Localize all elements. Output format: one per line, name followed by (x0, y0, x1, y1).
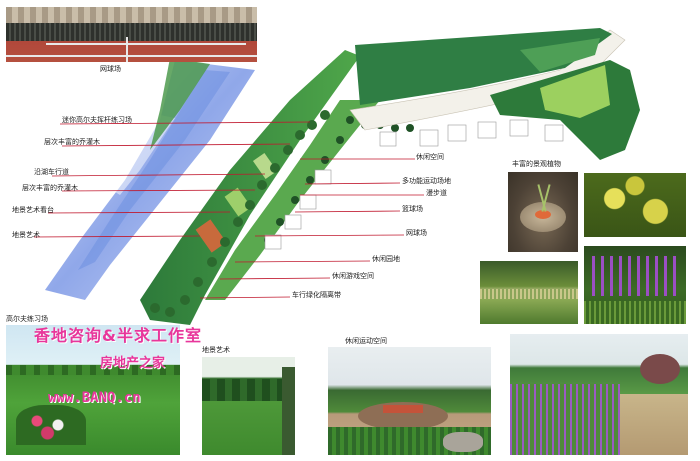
label-leisure-garden: 休闲园地 (372, 255, 400, 263)
watermark-line-2: 房地产之家 (100, 356, 166, 371)
photo-plant-bowl (508, 172, 578, 252)
label-mini-golf: 迷你高尔夫挥杆练习场 (62, 116, 132, 124)
court-plan-1 (195, 219, 227, 253)
tree-clusters (150, 110, 330, 317)
photo-purple-meadow (510, 334, 688, 455)
photo-landscape-lawn (202, 357, 295, 455)
label-tennis-court-2: 网球场 (406, 229, 427, 237)
watermark-line-3: www.BANQ.cn (48, 390, 141, 406)
label-plants-title: 丰富的景观植物 (512, 160, 561, 168)
label-walking-path: 漫步道 (426, 189, 447, 197)
photo-tennis-court (6, 7, 257, 62)
label-landscape-art: 地景艺术 (12, 231, 40, 239)
label-leisure-sport: 休闲运动空间 (345, 337, 387, 345)
label-leisure-space-1: 休闲空间 (416, 153, 444, 161)
label-layered-shrubs-2: 层次丰富的乔灌木 (22, 184, 78, 192)
photo-leisure-sport (328, 347, 491, 455)
residential-buildings (264, 119, 564, 250)
label-landscape-art-2: 地景艺术 (202, 346, 230, 354)
court-plan-3 (252, 152, 278, 180)
label-multi-sport: 多功能运动场地 (402, 177, 451, 185)
lakeshore-vegetation (150, 58, 210, 150)
watermark-line-1: 香地咨询&半求工作室 (34, 326, 202, 345)
photo-purple-flowers (584, 246, 686, 324)
label-layered-shrubs-1: 层次丰富的乔灌木 (44, 138, 100, 146)
court-plan-2 (224, 187, 252, 217)
label-lakeside-road: 沿湖车行道 (34, 168, 69, 176)
photo-grass-field (480, 261, 578, 324)
photo-golf-field (6, 325, 180, 455)
label-basketball: 篮球场 (402, 205, 423, 213)
label-leisure-play: 休闲游戏空间 (332, 272, 374, 280)
road (349, 29, 626, 131)
label-green-separator: 车行绿化隔离带 (292, 291, 341, 299)
east-meadow (540, 65, 610, 118)
park-strip (140, 50, 360, 325)
label-golf-practice: 高尔夫练习场 (6, 315, 48, 323)
label-tennis-court: 网球场 (100, 65, 121, 73)
label-landscape-stand: 地景艺术看台 (12, 206, 54, 214)
annotation-lines (33, 121, 424, 299)
photo-yellow-foliage (584, 173, 686, 237)
